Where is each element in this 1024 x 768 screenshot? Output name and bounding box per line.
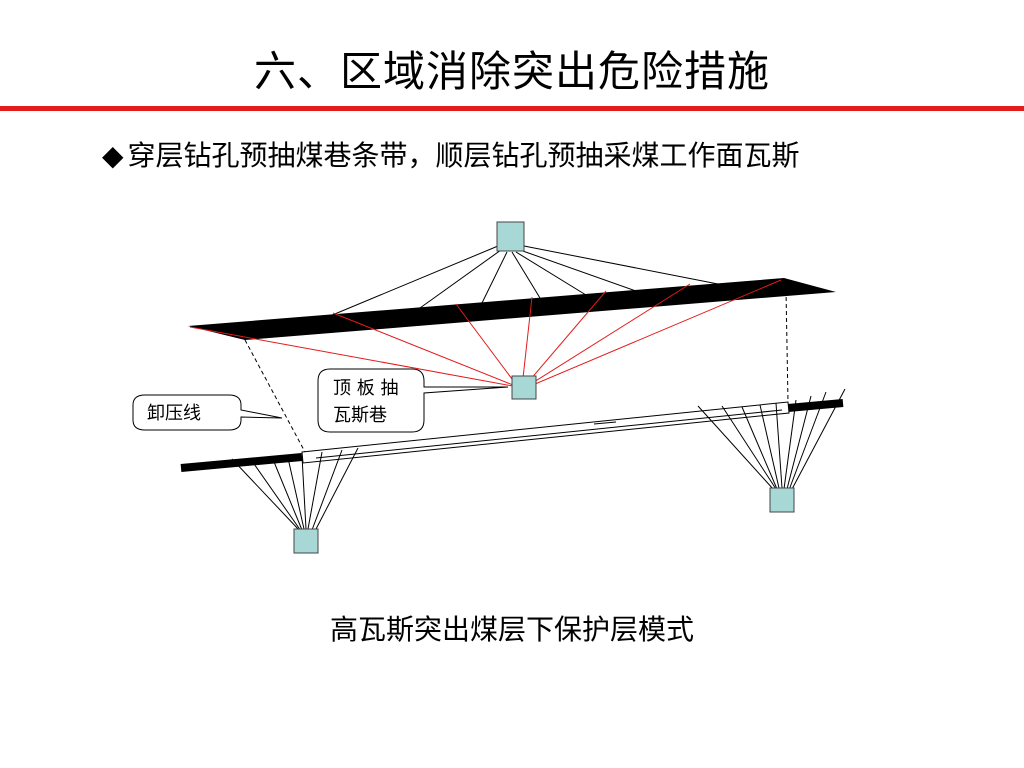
lower-left-drill-station xyxy=(293,528,319,554)
diamond-bullet-icon: ◆ xyxy=(102,139,124,172)
lower-right-boreholes xyxy=(697,388,846,492)
lower-left-boreholes xyxy=(231,447,359,532)
diagram-caption: 高瓦斯突出煤层下保护层模式 xyxy=(329,613,694,646)
top-drill-station xyxy=(496,221,525,252)
pressure-relief-label: 卸压线 xyxy=(147,403,201,424)
slide-title: 六、区域消除突出危险措施 xyxy=(253,47,770,96)
bullet-text: 穿层钻孔预抽煤巷条带，顺层钻孔预抽采煤工作面瓦斯 xyxy=(127,139,800,172)
roof-drainage-roadway-station xyxy=(511,375,537,400)
roof-roadway-callout: 顶 板 抽 瓦斯巷 xyxy=(317,368,509,433)
upper-station-boreholes xyxy=(329,245,719,317)
pressure-relief-callout: 卸压线 xyxy=(132,394,283,431)
lower-right-drill-station xyxy=(769,487,795,513)
lower-seam-right xyxy=(787,399,844,412)
title-divider xyxy=(0,106,1024,111)
lower-seam-left xyxy=(180,453,303,472)
roof-roadway-label-line2: 瓦斯巷 xyxy=(333,405,387,426)
red-boreholes xyxy=(189,279,782,388)
upper-coal-seam xyxy=(188,278,836,340)
bullet-point: ◆穿层钻孔预抽煤巷条带，顺层钻孔预抽采煤工作面瓦斯 xyxy=(102,134,1002,178)
pressure-relief-lines xyxy=(244,289,789,453)
roof-roadway-label-line1: 顶 板 抽 xyxy=(333,378,398,399)
